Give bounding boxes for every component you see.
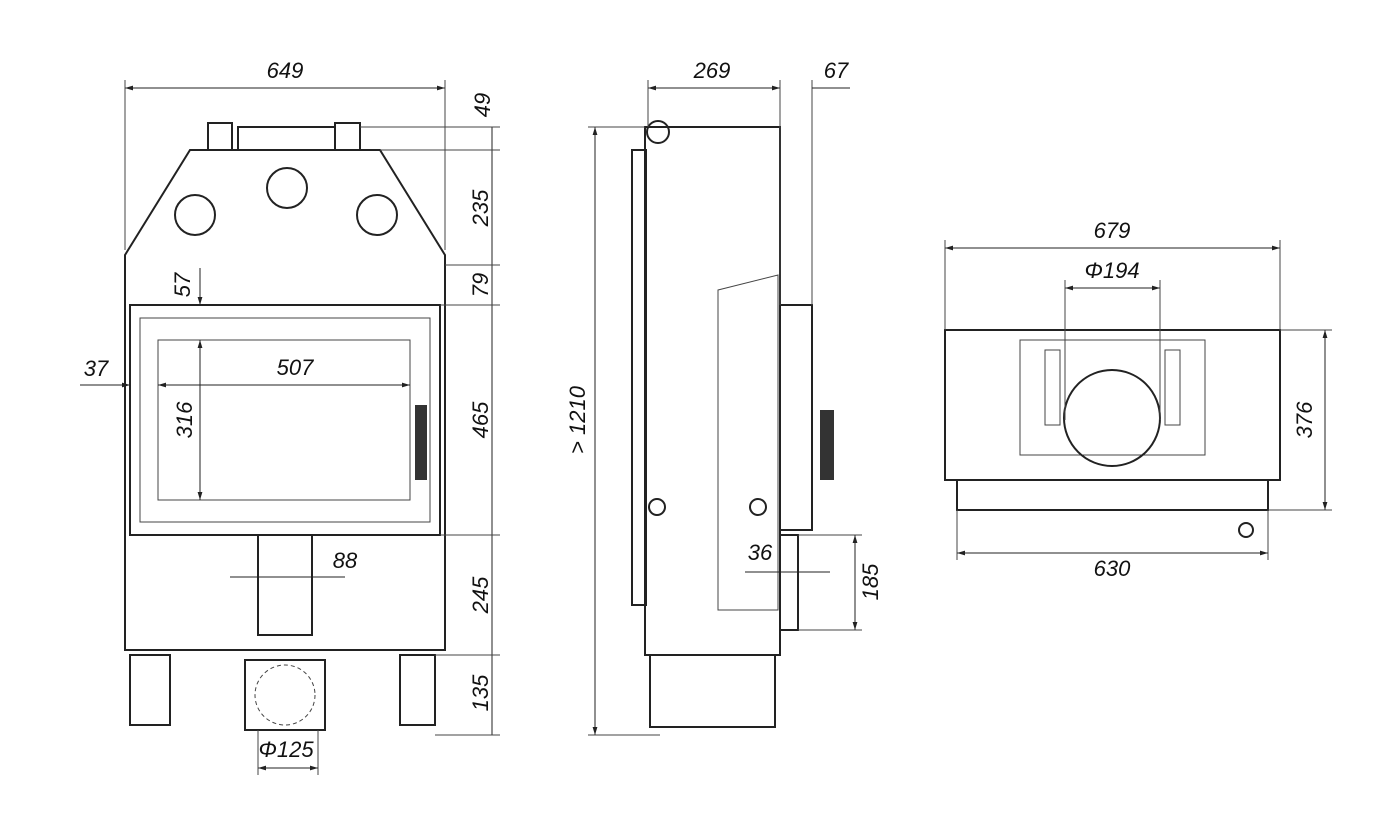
dim-flue-diameter: Φ194 <box>1084 258 1139 283</box>
dim-air-inlet-diameter: Φ125 <box>258 737 314 762</box>
front-body <box>124 149 446 651</box>
dim-front-width: 649 <box>267 58 304 83</box>
top-collar <box>237 126 336 151</box>
dim-top-section: 235 <box>468 189 493 227</box>
left-bracket <box>207 122 233 151</box>
flue-circle <box>1063 369 1161 467</box>
dim-lower-height: 185 <box>858 563 883 600</box>
right-air-opening <box>356 194 398 236</box>
dim-glass-top-offset: 57 <box>170 272 195 297</box>
side-legs <box>649 654 776 728</box>
dim-total-height: > 1210 <box>565 385 590 454</box>
dim-bottom-section: 245 <box>468 576 493 614</box>
top-body <box>944 329 1281 481</box>
dim-legs: 135 <box>468 674 493 711</box>
flue-opening <box>266 167 308 209</box>
dim-side-offset: 37 <box>84 356 109 381</box>
door-handle <box>415 405 427 480</box>
dim-door-height: 465 <box>468 401 493 438</box>
glass-pane <box>157 339 411 501</box>
dim-glass-height: 316 <box>172 401 197 438</box>
dim-glass-width: 507 <box>277 355 314 380</box>
side-body <box>644 126 781 656</box>
left-leg <box>129 654 171 726</box>
dim-handle-offset: 36 <box>748 540 773 565</box>
side-view: 269 67 > 1210 36 185 <box>565 58 883 736</box>
air-inlet <box>244 659 326 731</box>
side-door <box>779 304 813 531</box>
dim-top-depth: 376 <box>1292 401 1317 438</box>
dim-side-depth: 269 <box>693 58 731 83</box>
dim-air-duct-width: 88 <box>333 548 358 573</box>
right-leg <box>399 654 436 726</box>
dim-gap: 79 <box>468 273 493 297</box>
air-inlet-circle <box>254 664 316 726</box>
top-view: 679 Φ194 376 630 <box>944 218 1332 581</box>
left-air-opening <box>174 194 216 236</box>
dim-bracket-height: 49 <box>470 93 495 117</box>
dim-base-width: 630 <box>1094 556 1131 581</box>
side-handle <box>820 410 834 480</box>
right-bracket <box>334 122 361 151</box>
air-duct <box>257 534 313 636</box>
dim-door-depth: 67 <box>824 58 849 83</box>
front-view: 649 49 235 79 465 245 135 57 37 507 316 … <box>80 58 500 775</box>
dim-top-width: 679 <box>1094 218 1131 243</box>
door-inner <box>139 317 431 523</box>
